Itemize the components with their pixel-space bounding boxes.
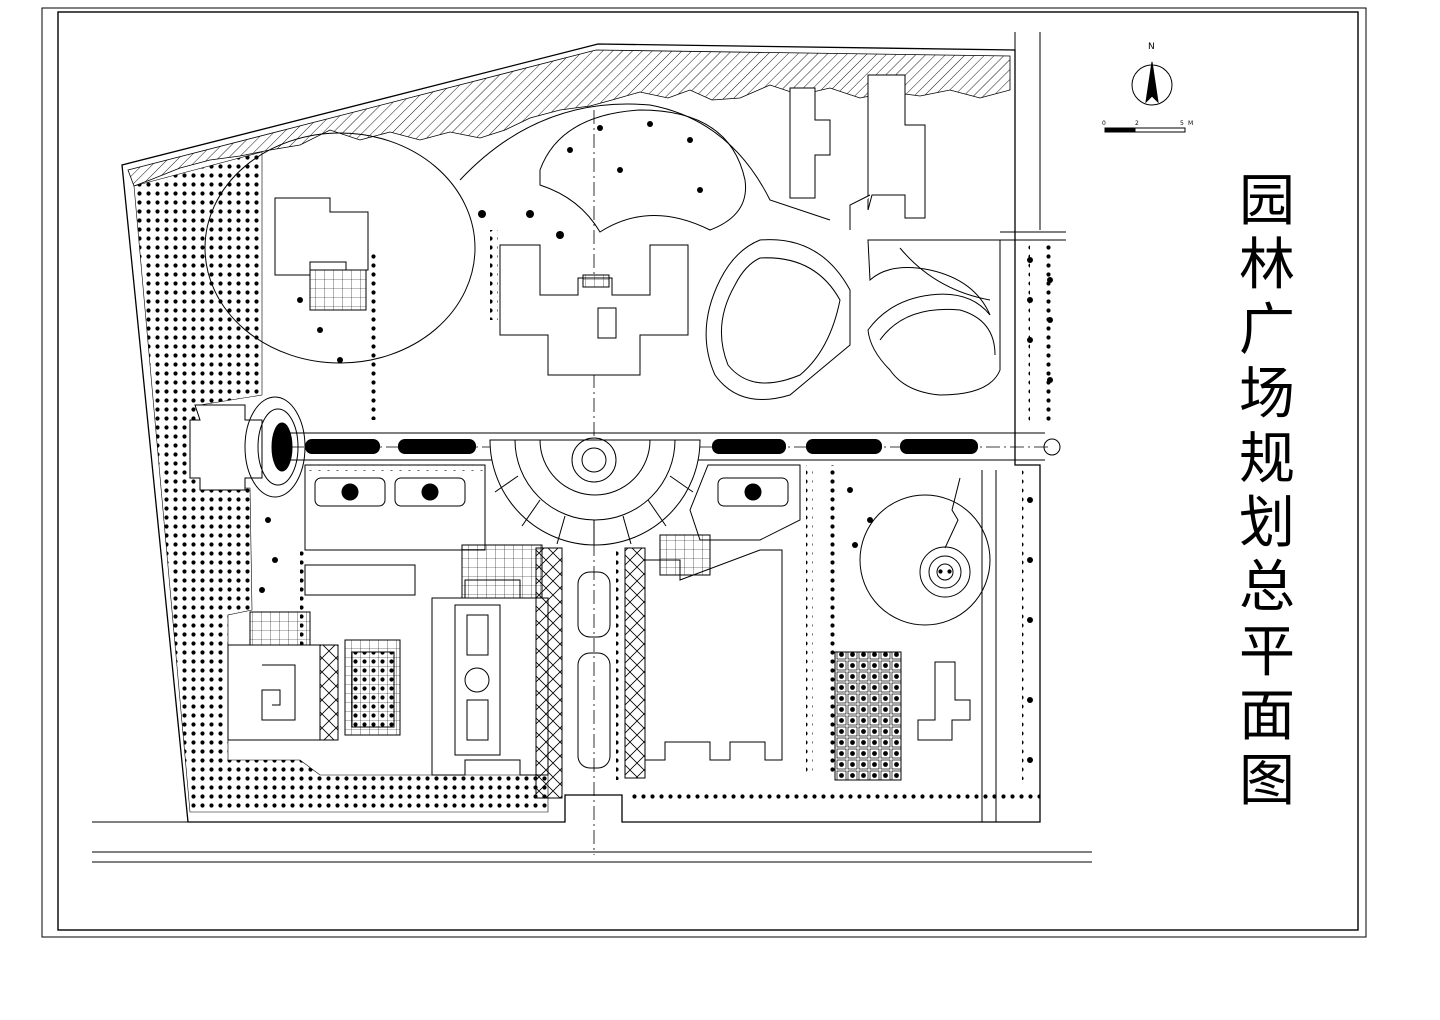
- east-oval-lawn-2-inner: [879, 247, 996, 356]
- northwest-paving: [309, 269, 367, 311]
- scale-tick-0: 0: [1102, 120, 1106, 127]
- main-building: [499, 244, 689, 376]
- title-char: 图: [1239, 748, 1295, 814]
- east-tree-grid: [834, 651, 902, 781]
- south-central-paving: [659, 534, 711, 576]
- east-oval-lawn-2: [867, 239, 1001, 396]
- axis-end-marker: [1043, 438, 1061, 456]
- scale-bar: [1104, 127, 1186, 133]
- south-central-building: [644, 549, 783, 761]
- title-char: 规: [1239, 426, 1295, 492]
- curved-path-north: [459, 103, 831, 221]
- west-central-complex: [304, 544, 549, 776]
- title-char: 总: [1239, 555, 1295, 621]
- southwest-building: [227, 611, 339, 741]
- east-circular-garden: [859, 477, 991, 626]
- trellis-east: [624, 547, 646, 779]
- east-oval-lawn-1-inner: [720, 257, 841, 384]
- scale-tick-5: 5: [1180, 120, 1184, 127]
- west-tree-field: [133, 151, 549, 813]
- title-char: 平: [1239, 619, 1295, 685]
- main-building-entrance: [597, 307, 617, 339]
- avenue-hedges: [305, 439, 978, 454]
- title-char: 划: [1239, 491, 1295, 557]
- lane-tree-rows: [300, 230, 1052, 780]
- drawing-title: 园 林 广 场 规 划 总 平 面 图: [1232, 169, 1302, 814]
- axis-planters: [577, 571, 611, 769]
- south-tree-row: [628, 793, 1040, 803]
- title-char: 林: [1239, 233, 1295, 299]
- northwest-building: [274, 197, 369, 276]
- north-green-belt: [127, 49, 1011, 187]
- east-oval-lawn-1: [705, 239, 851, 400]
- roads: [92, 32, 1092, 863]
- title-char: 广: [1239, 297, 1295, 363]
- trellis-west: [535, 547, 563, 799]
- scale-tick-2: 2: [1135, 120, 1139, 127]
- inner-frame: [57, 11, 1359, 931]
- title-char: 场: [1239, 362, 1295, 428]
- northeast-buildings: [789, 74, 926, 230]
- north-oval-lawn: [539, 109, 747, 233]
- outer-frame: [41, 7, 1367, 938]
- title-char: 园: [1239, 169, 1295, 234]
- scale-unit: M: [1188, 120, 1193, 127]
- main-building-portico: [582, 274, 610, 288]
- title-char: 面: [1239, 684, 1295, 750]
- north-arrow-label: N: [1148, 42, 1155, 52]
- north-arrow: [1131, 61, 1173, 106]
- central-plaza: [489, 437, 701, 546]
- west-pavilion: [189, 396, 306, 498]
- east-small-building: [917, 661, 971, 741]
